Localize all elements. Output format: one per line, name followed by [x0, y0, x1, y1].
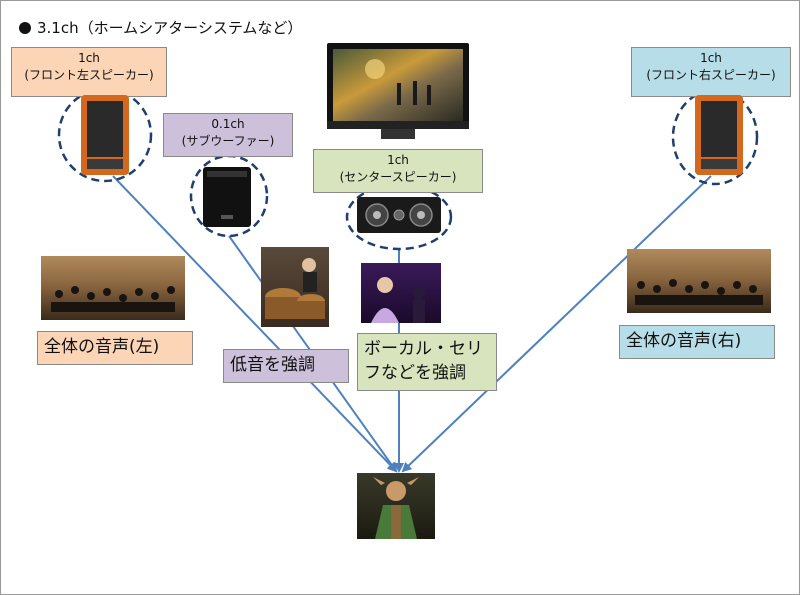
timpani-photo	[261, 247, 329, 327]
arrow-front-left	[112, 175, 398, 473]
front-right-name: (フロント右スピーカー)	[646, 68, 776, 82]
description-left: 全体の音声(左)	[37, 331, 193, 365]
description-vocal-line2: フなどを強調	[364, 363, 466, 383]
center-speaker-icon	[357, 197, 441, 233]
diagram-title-text: 3.1ch（ホームシアターシステムなど）	[37, 19, 303, 37]
orchestra-photo-right	[627, 249, 771, 313]
subwoofer-name: (サブウーファー)	[181, 134, 275, 148]
subwoofer-icon	[203, 167, 251, 227]
tv-icon	[327, 43, 469, 139]
center-label: 1ch (センタースピーカー)	[313, 149, 483, 193]
subwoofer-channel: 0.1ch	[211, 117, 245, 131]
bullet-icon	[19, 22, 31, 34]
diagram-title: 3.1ch（ホームシアターシステムなど）	[19, 17, 302, 38]
vocalist-photo	[361, 263, 441, 323]
subwoofer-label: 0.1ch (サブウーファー)	[163, 113, 293, 157]
description-bass: 低音を強調	[223, 349, 349, 383]
description-vocal-line1: ボーカル・セリ	[364, 339, 483, 359]
description-right: 全体の音声(右)	[619, 325, 775, 359]
front-left-channel: 1ch	[78, 51, 100, 65]
front-right-channel: 1ch	[700, 51, 722, 65]
front-left-label: 1ch (フロント左スピーカー)	[11, 47, 167, 97]
front-left-speaker-icon	[81, 95, 129, 175]
front-left-name: (フロント左スピーカー)	[24, 68, 154, 82]
front-left-dashed-circle	[57, 87, 153, 183]
front-right-label: 1ch (フロント右スピーカー)	[631, 47, 791, 97]
description-vocal: ボーカル・セリ フなどを強調	[357, 333, 497, 391]
arrow-front-right	[401, 175, 712, 473]
front-right-speaker-icon	[695, 95, 743, 175]
center-name: (センタースピーカー)	[339, 170, 457, 184]
listener-character-photo	[357, 473, 435, 539]
orchestra-photo-left	[41, 256, 185, 320]
center-channel: 1ch	[387, 153, 409, 167]
